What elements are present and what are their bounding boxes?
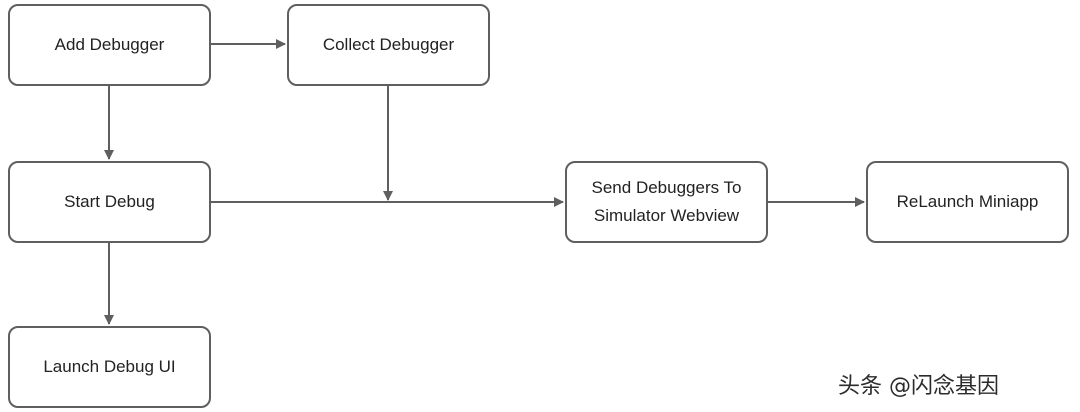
node-start-debug-label: Start Debug (64, 192, 155, 211)
node-launch-debug-ui: Launch Debug UI (8, 326, 211, 408)
node-send-debuggers: Send Debuggers To Simulator Webview (565, 161, 768, 243)
node-launch-debug-ui-label: Launch Debug UI (43, 357, 176, 376)
node-send-debuggers-label-line1: Send Debuggers To (591, 178, 742, 197)
node-add-debugger: Add Debugger (8, 4, 211, 86)
node-relaunch-miniapp-label: ReLaunch Miniapp (896, 192, 1039, 211)
node-start-debug: Start Debug (8, 161, 211, 243)
node-relaunch-miniapp: ReLaunch Miniapp (866, 161, 1069, 243)
node-send-debuggers-label-line2: Simulator Webview (593, 206, 740, 225)
watermark: 头条 @闪念基因 (838, 368, 1070, 400)
watermark-text: 头条 @闪念基因 (838, 374, 999, 399)
node-collect-debugger-label: Collect Debugger (322, 35, 455, 54)
node-send-debuggers-text: Send Debuggers To Simulator Webview (592, 174, 742, 230)
node-add-debugger-label: Add Debugger (54, 35, 165, 54)
node-collect-debugger: Collect Debugger (287, 4, 490, 86)
